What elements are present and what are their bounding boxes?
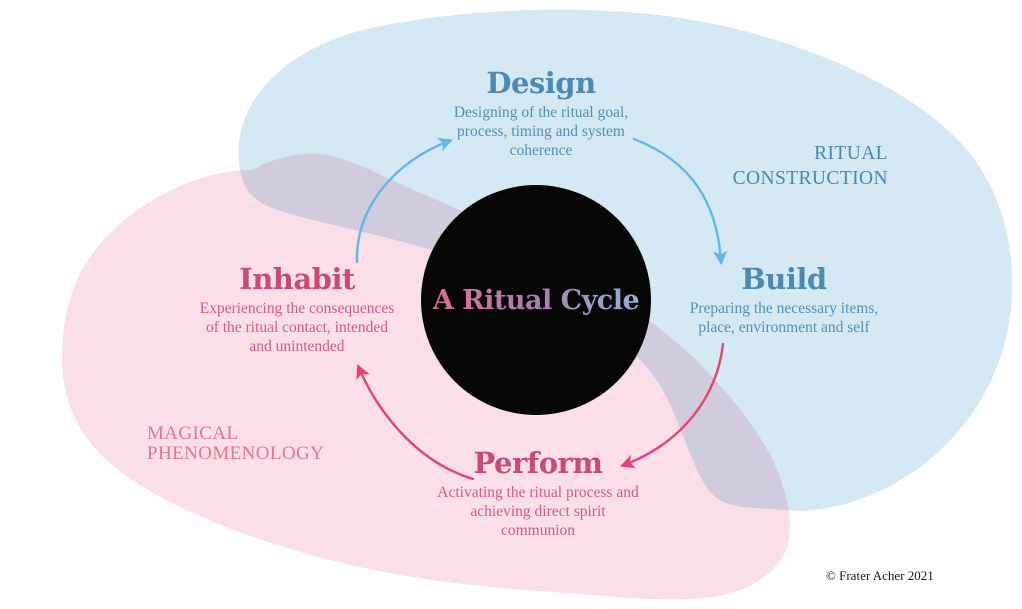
center-title: A Ritual Cycle (432, 284, 640, 316)
region-label-ritual-construction: RITUAL CONSTRUCTION (732, 143, 888, 189)
arrow-inhabit-to-design (355, 137, 454, 264)
stage-design-title: Design (486, 66, 596, 100)
stage-perform-title: Perform (473, 446, 603, 480)
arrow-design-to-build (632, 137, 728, 266)
stage-design-description: Designing of the ritual goal, process, t… (453, 104, 629, 159)
magical-phenomenology-blob (62, 153, 790, 600)
stage-build-description: Preparing the necessary items, place, en… (689, 300, 879, 336)
arrow-build-to-perform (619, 342, 725, 469)
stage-perform-description: Activating the ritual process and achiev… (437, 484, 639, 539)
stage-build-title: Build (741, 262, 827, 296)
arrow-perform-to-inhabit (356, 364, 475, 481)
stage-inhabit-title: Inhabit (239, 262, 355, 296)
copyright-credit: © Frater Acher 2021 (826, 568, 934, 583)
stage-inhabit: Inhabit Experiencing the consequences of… (147, 262, 447, 356)
stage-design: Design Designing of the ritual goal, pro… (391, 66, 691, 160)
region-label-magical-phenomenology: MAGICAL PHENOMENOLOGY (147, 423, 325, 464)
stage-perform: Perform Activating the ritual process an… (388, 446, 688, 540)
stage-build: Build Preparing the necessary items, pla… (634, 262, 934, 337)
stage-inhabit-description: Experiencing the consequences of the rit… (199, 300, 395, 355)
center-circle: A Ritual Cycle (421, 185, 651, 415)
